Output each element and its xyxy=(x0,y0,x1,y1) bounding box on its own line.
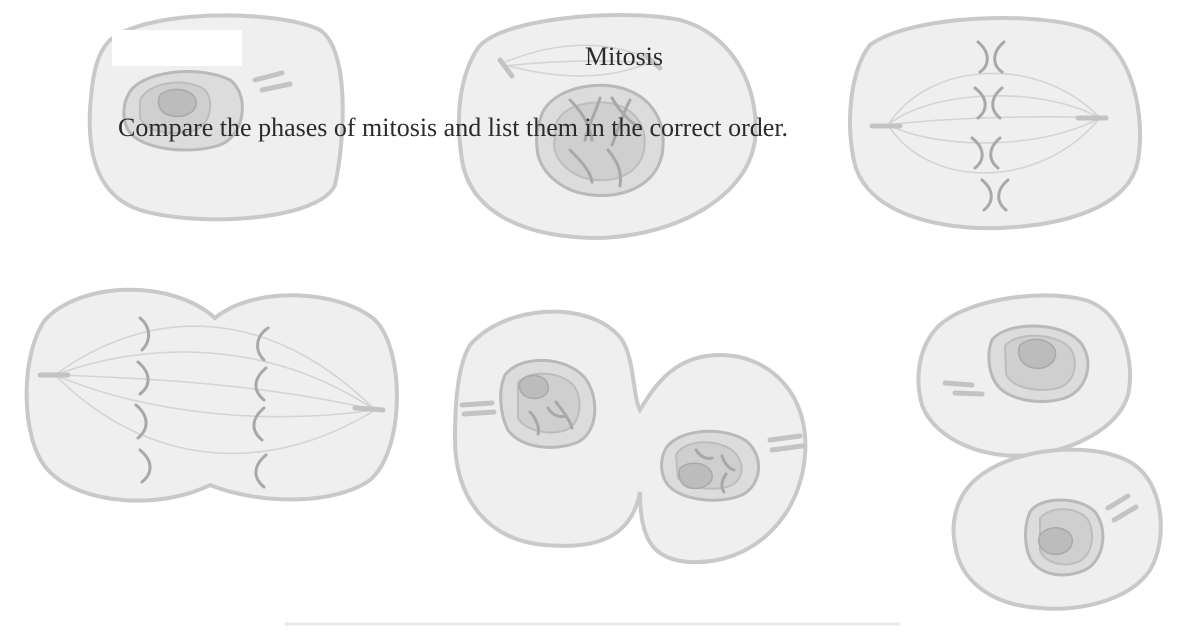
worksheet-title: Mitosis xyxy=(585,42,664,71)
centriole xyxy=(252,70,285,83)
nucleus xyxy=(499,358,597,449)
daughter-cells xyxy=(916,293,1163,611)
telophase-cell xyxy=(452,309,808,565)
chromosome xyxy=(976,40,989,74)
anaphase-cell xyxy=(24,287,399,503)
worksheet-instruction: Compare the phases of mitosis and list t… xyxy=(118,113,789,142)
chromosome xyxy=(138,316,150,352)
interphase-cell xyxy=(87,13,345,222)
nucleus xyxy=(122,70,244,152)
chromosome xyxy=(568,98,594,142)
prophase-cell xyxy=(456,13,758,241)
metaphase-cell xyxy=(848,16,1142,231)
nucleus xyxy=(660,429,761,502)
